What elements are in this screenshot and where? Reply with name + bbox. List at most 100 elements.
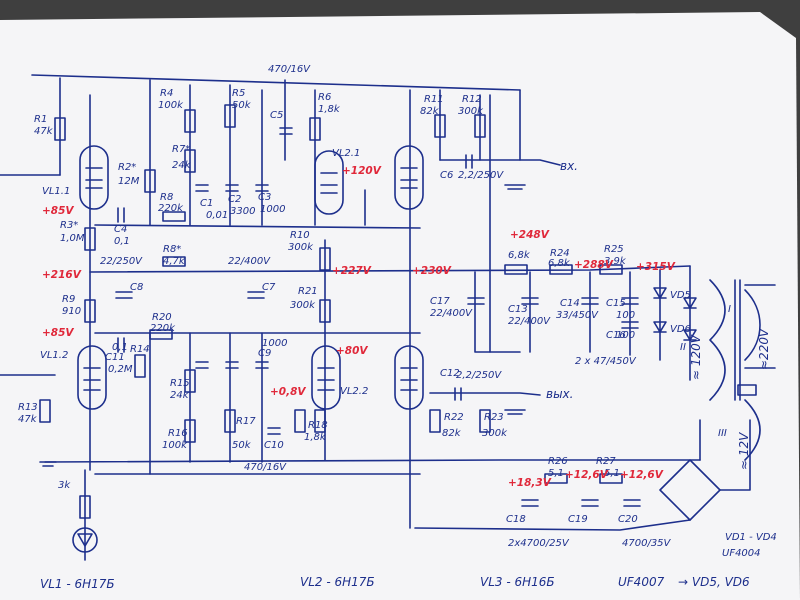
voltage-vl11-cathode: +85V [42, 205, 74, 217]
c11-ref: C11 [105, 352, 125, 363]
c9-ref: C9 [258, 348, 271, 359]
winding-ii-label: II [680, 342, 686, 353]
r4-value: 100k [158, 100, 184, 111]
voltage-labels: +85V +216V +85V +120V +227V +230V +248V … [42, 165, 676, 489]
c18-value: 2x4700/25V [508, 538, 570, 549]
voltage-18-3: +18,3V [508, 477, 552, 489]
r21-value: 300k [290, 300, 316, 311]
r28-value: 6,8k [508, 250, 531, 261]
c16-value: 100 [616, 330, 635, 341]
c19-ref: C19 [568, 514, 588, 525]
c17-value: 22/400V [430, 308, 473, 319]
r18-value: 1,8k [304, 432, 327, 443]
c8-ref: C8 [130, 282, 143, 293]
caption-uf4007-arrow: → VD5, VD6 [678, 575, 750, 589]
r6-value: 1,8k [318, 104, 341, 115]
voltage-248: +248V [510, 229, 550, 241]
bridge-diodes-type: UF4004 [722, 548, 761, 559]
c13-value: 22/400V [508, 316, 551, 327]
c15-ref: C15 [606, 298, 626, 309]
r8s-ref: R8* [163, 244, 181, 255]
c11-value: 0,1 [112, 342, 128, 353]
vl1-1-tube [79, 145, 109, 210]
c10-ref: C10 [264, 440, 284, 451]
vd5-label: VD5 [670, 290, 691, 301]
vl1-1-ref: VL1.1 [42, 186, 70, 197]
r10-ref: R10 [290, 230, 310, 241]
c3-value: 1000 [260, 204, 285, 215]
c3-ref: C3 [258, 192, 271, 203]
hv-cap-pair-label: 2 x 47/450V [575, 356, 637, 367]
r15-ref: R15 [170, 378, 190, 389]
resistor-bodies [39, 104, 757, 519]
voltage-vl12-cathode: +85V [42, 327, 74, 339]
c20-value: 4700/35V [622, 538, 672, 549]
r22-value: 82k [442, 428, 462, 439]
c1-ref: C1 [200, 198, 213, 209]
r23-value: 300k [482, 428, 508, 439]
r25-ref: R25 [604, 244, 624, 255]
r3-value: 1,0M [60, 233, 85, 244]
r7-ref: R7* [172, 144, 190, 155]
r20-ref: R20 [152, 312, 172, 323]
c8-value: 22/250V [100, 256, 143, 267]
voltage-227: +227V [332, 265, 372, 277]
misc-labels: вх. вых. ≈220V ≈ 120V ≈ 12V 2 x 47/450V … [546, 159, 777, 559]
c7-value: 22/400V [228, 256, 271, 267]
c15-value: 100 [616, 310, 635, 321]
winding-iii-label: III [718, 428, 727, 439]
caption-vl2: VL2 - 6H17Б [300, 575, 375, 589]
input-top-label: вх. [560, 159, 578, 173]
r11-ref: R11 [424, 94, 444, 105]
c5-value: 470/16V [268, 64, 311, 75]
voltage-230: +230V [412, 265, 452, 277]
vl2-2-tube [311, 345, 341, 410]
output-bottom-label: вых. [546, 387, 573, 401]
c10-value: 470/16V [244, 462, 287, 473]
caption-uf4007: UF4007 [618, 575, 665, 589]
resistor-labels: R1 47k R2* 12M R3* 1,0M R4 100k R5 50k R… [18, 88, 627, 491]
r6-ref: R6 [318, 92, 331, 103]
c6-value: 2,2/250V [458, 170, 504, 181]
r5-ref: R5 [232, 88, 245, 99]
c18-ref: C18 [506, 514, 526, 525]
diodes [653, 287, 697, 341]
vl3-2-tube [394, 345, 424, 410]
mains-label: ≈220V [757, 328, 771, 370]
r27-value: 5,1 [604, 468, 620, 479]
r20-value: 220k [150, 323, 176, 334]
c14-ref: C14 [560, 298, 580, 309]
r13-value: 47k [18, 414, 38, 425]
voltage-288: +288V [574, 259, 614, 271]
r16-ref: R16 [168, 428, 188, 439]
caption-vl1: VL1 - 6H17Б [40, 577, 115, 591]
r2-ref: R2* [118, 162, 136, 173]
c1-value: 0,01 [206, 210, 228, 221]
r10-value: 300k [288, 242, 314, 253]
vl3-1-tube [394, 145, 424, 210]
r7-value: 24k [172, 160, 192, 171]
vd6-label: VD6 [670, 324, 691, 335]
voltage-315: +315V [636, 261, 676, 273]
voltage-0-8: +0,8V [270, 386, 306, 398]
r3-ref: R3* [60, 220, 78, 231]
r21-ref: R21 [298, 286, 318, 297]
paper-sheet [0, 12, 800, 600]
r26-value: 5,1 [548, 468, 564, 479]
c12-value: 2,2/250V [456, 370, 502, 381]
r9-ref: R9 [62, 294, 75, 305]
c5-ref: C5 [270, 110, 283, 121]
r9-value: 910 [62, 306, 81, 317]
r1-value: 47k [34, 126, 54, 137]
vl2-1-ref: VL2.1 [332, 148, 360, 159]
c4-ref: C4 [114, 224, 127, 235]
r26-ref: R26 [548, 456, 568, 467]
r12-ref: R12 [462, 94, 482, 105]
vl2-2-ref: VL2.2 [340, 386, 368, 397]
r23-ref: R23 [484, 412, 504, 423]
c16-ref: C16 [606, 330, 626, 341]
c12-ref: C12 [440, 368, 460, 379]
voltage-120: +120V [342, 165, 382, 177]
r5-value: 50k [232, 100, 252, 111]
